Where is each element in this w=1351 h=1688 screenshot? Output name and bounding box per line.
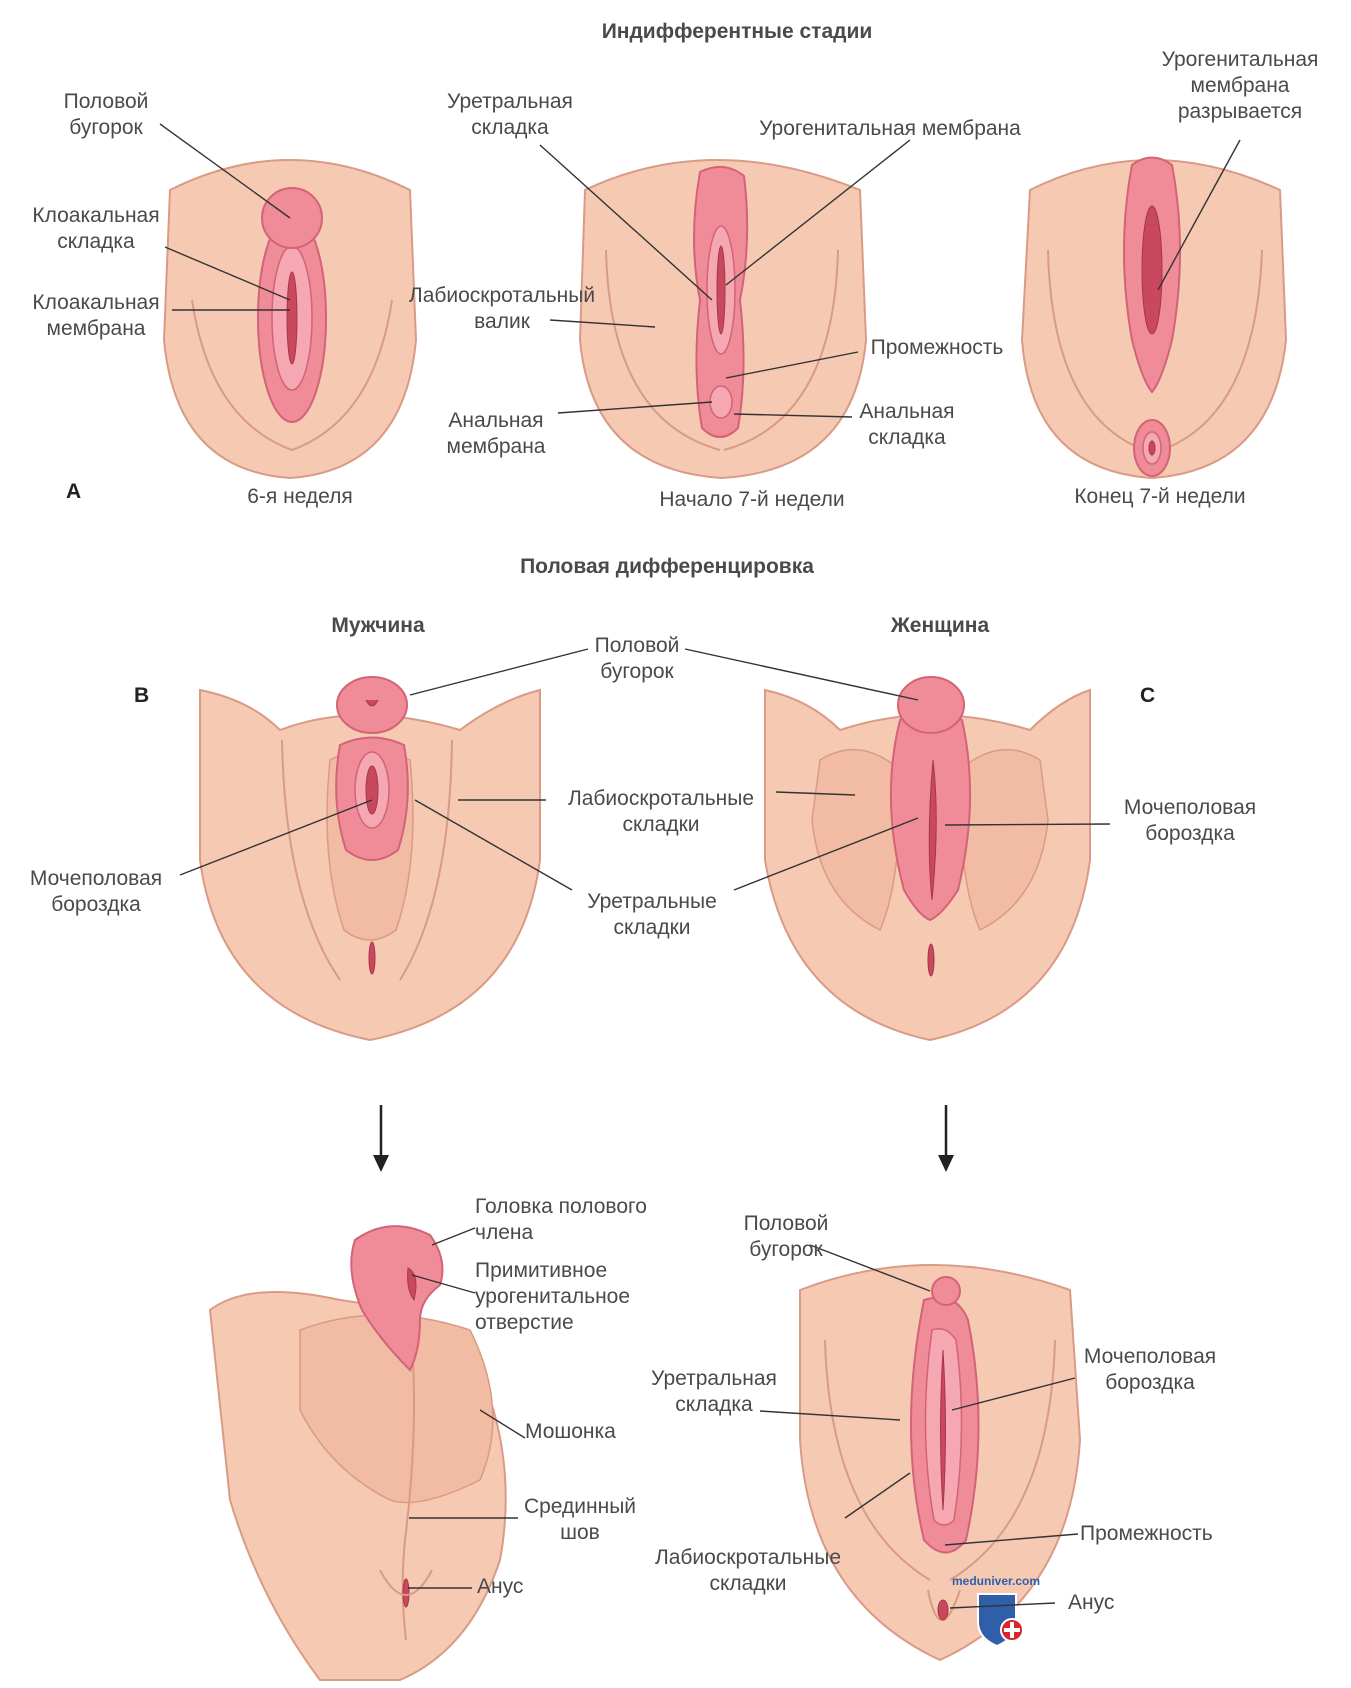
label-m-glans: Головка полового члена bbox=[475, 1195, 647, 1244]
label-line: Срединный bbox=[524, 1495, 636, 1518]
label-line: складка bbox=[868, 426, 946, 449]
label-a2-labioscrotal-swelling: Лабиоскротальный валик bbox=[409, 284, 595, 333]
watermark-text: meduniver.com bbox=[952, 1574, 1040, 1588]
label-line: складка bbox=[471, 116, 549, 139]
label-m-primitive-opening: Примитивное урогенитальное отверстие bbox=[475, 1259, 630, 1334]
label-m-scrotum: Мошонка bbox=[525, 1420, 616, 1443]
label-line: валик bbox=[474, 310, 531, 333]
label-line: Мочеполовая bbox=[1124, 796, 1256, 819]
arrow-male-down bbox=[373, 1105, 389, 1172]
label-line: Головка полового bbox=[475, 1195, 647, 1218]
label-line: бугорок bbox=[600, 660, 674, 683]
label-f-urogenital-groove: Мочеполовая бороздка bbox=[1084, 1345, 1216, 1394]
label-bc-urethral-folds: Уретральные складки bbox=[587, 890, 717, 939]
label-line: Урогенитальная bbox=[1162, 48, 1319, 71]
label-line: Лабиоскротальные bbox=[568, 787, 754, 810]
label-b-urogenital-groove: Мочеполовая бороздка bbox=[30, 867, 162, 916]
label-line: мембрана bbox=[47, 317, 146, 340]
label-f-anus: Анус bbox=[1068, 1591, 1114, 1614]
label-line: Половой bbox=[744, 1212, 829, 1235]
label-line: Примитивное bbox=[475, 1259, 607, 1282]
label-f-labioscrotal-folds: Лабиоскротальные складки bbox=[655, 1546, 841, 1595]
label-a2-anal-fold: Анальная складка bbox=[859, 400, 954, 449]
label-a1-cloacal-membrane: Клоакальная мембрана bbox=[32, 291, 159, 340]
label-line: складки bbox=[709, 1572, 786, 1595]
arrow-female-down bbox=[938, 1105, 954, 1172]
label-a1-genital-tubercle: Половой бугорок bbox=[64, 90, 149, 139]
stage-week7-end: Конец 7-й недели bbox=[1074, 485, 1245, 508]
label-line: Мочеполовая bbox=[30, 867, 162, 890]
label-line: урогенитальное bbox=[475, 1285, 630, 1308]
illustration-female-late bbox=[799, 1264, 1082, 1662]
label-line: Уретральная bbox=[447, 90, 573, 113]
illustration-week7-start bbox=[578, 159, 868, 480]
label-line: складки bbox=[613, 916, 690, 939]
label-line: мембрана bbox=[447, 435, 546, 458]
label-f-perineum: Промежность bbox=[1080, 1522, 1213, 1545]
label-line: члена bbox=[475, 1221, 533, 1244]
label-line: Урогенитальная мембрана bbox=[759, 117, 1021, 140]
label-f-genital-tubercle: Половой бугорок bbox=[744, 1212, 829, 1261]
label-line: Уретральная bbox=[651, 1367, 777, 1390]
label-line: бугорок bbox=[69, 116, 143, 139]
label-line: бороздка bbox=[1105, 1371, 1195, 1394]
stages-layer: 6-я неделя Начало 7-й недели Конец 7-й н… bbox=[247, 485, 1245, 511]
label-line: Мошонка bbox=[525, 1420, 616, 1443]
header-sexual-differentiation: Половая дифференцировка bbox=[520, 555, 814, 578]
label-line: Лабиоскротальные bbox=[655, 1546, 841, 1569]
label-line: складка bbox=[675, 1393, 753, 1416]
panel-letter-c: C bbox=[1140, 684, 1155, 707]
label-line: Клоакальная bbox=[32, 291, 159, 314]
label-bc-genital-tubercle: Половой бугорок bbox=[595, 634, 680, 683]
label-line: Мочеполовая bbox=[1084, 1345, 1216, 1368]
label-line: Анальная bbox=[448, 409, 543, 432]
label-m-anus: Анус bbox=[477, 1575, 523, 1598]
label-line: бугорок bbox=[749, 1238, 823, 1261]
label-a1-cloacal-fold: Клоакальная складка bbox=[32, 204, 159, 253]
label-line: Уретральные bbox=[587, 890, 717, 913]
label-line: Анальная bbox=[859, 400, 954, 423]
illustration-male-late bbox=[208, 1225, 507, 1681]
label-line: складки bbox=[622, 813, 699, 836]
label-line: бороздка bbox=[1145, 822, 1235, 845]
label-line: Анус bbox=[477, 1575, 523, 1598]
label-line: Промежность bbox=[1080, 1522, 1213, 1545]
leader-lines bbox=[159, 123, 1241, 1609]
meduniver-logo: meduniver.com bbox=[952, 1574, 1040, 1648]
label-a2-perineum: Промежность bbox=[871, 336, 1004, 359]
label-line: Половой bbox=[64, 90, 149, 113]
stage-week6: 6-я неделя bbox=[247, 485, 353, 508]
label-a2-anal-membrane: Анальная мембрана bbox=[447, 409, 546, 458]
label-line: шов bbox=[560, 1521, 600, 1544]
header-indifferent-stages: Индифферентные стадии bbox=[602, 20, 873, 43]
label-a2-urethral-fold: Уретральная складка bbox=[447, 90, 573, 139]
panel-letter-b: B bbox=[134, 684, 149, 707]
label-line: Промежность bbox=[871, 336, 1004, 359]
label-line: Лабиоскротальный bbox=[409, 284, 595, 307]
label-line: отверстие bbox=[475, 1311, 574, 1334]
label-line: разрывается bbox=[1178, 100, 1302, 123]
label-line: Клоакальная bbox=[32, 204, 159, 227]
label-bc-labioscrotal-folds: Лабиоскротальные складки bbox=[568, 787, 754, 836]
illustration-week7-end bbox=[1020, 156, 1288, 480]
label-line: Анус bbox=[1068, 1591, 1114, 1614]
illustration-female-early bbox=[764, 676, 1091, 1042]
label-line: складка bbox=[57, 230, 135, 253]
stage-week7-start: Начало 7-й недели bbox=[659, 488, 844, 511]
label-line: бороздка bbox=[51, 893, 141, 916]
header-male: Мужчина bbox=[331, 614, 425, 637]
label-f-urethral-fold: Уретральная складка bbox=[651, 1367, 777, 1416]
header-female: Женщина bbox=[890, 614, 990, 637]
label-c-urogenital-groove: Мочеполовая бороздка bbox=[1124, 796, 1256, 845]
illustration-male-early bbox=[199, 676, 541, 1042]
label-a3-membrane-ruptures: Урогенитальная мембрана разрывается bbox=[1162, 48, 1319, 123]
label-line: Половой bbox=[595, 634, 680, 657]
label-line: мембрана bbox=[1191, 74, 1290, 97]
label-a2-urogenital-membrane: Урогенитальная мембрана bbox=[759, 117, 1021, 140]
panel-letter-a: A bbox=[66, 480, 81, 503]
illustration-week6 bbox=[162, 159, 418, 480]
label-m-median-raphe: Срединный шов bbox=[524, 1495, 636, 1544]
